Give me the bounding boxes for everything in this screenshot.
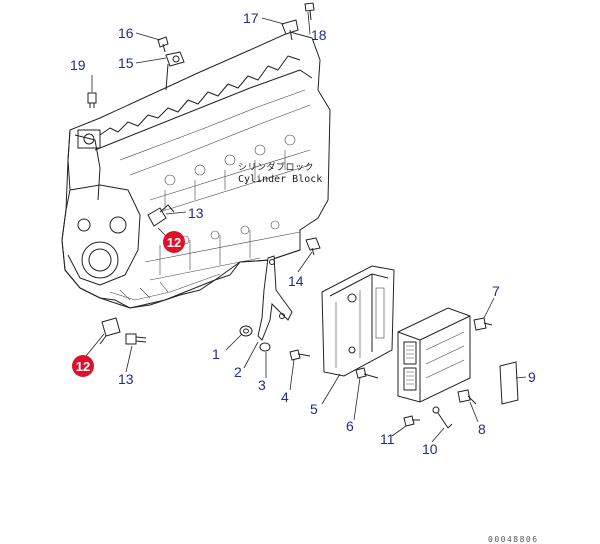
- part-9-label: [499, 361, 519, 405]
- cylinder-block: [61, 31, 331, 309]
- part-6-bolt: [355, 367, 379, 379]
- callout-12-lower-marker: 12: [72, 355, 94, 377]
- drawing-code: 00048806: [488, 535, 539, 544]
- part-13-sensor-upper: [147, 204, 175, 227]
- part-13-bolt-lower: [125, 333, 147, 345]
- callout-12-upper-marker: 12: [163, 231, 185, 253]
- callout-9: 9: [528, 369, 536, 385]
- block-label-japanese: シリンダブロック: [238, 161, 314, 173]
- callout-3: 3: [258, 377, 266, 393]
- callout-4: 4: [281, 389, 289, 405]
- part-3-washer: [259, 342, 271, 352]
- part-15-bracket: [165, 51, 185, 91]
- part-18-bolt: [304, 2, 315, 21]
- leader-lines: [85, 11, 527, 443]
- callout-14: 14: [288, 273, 304, 289]
- part-12-sensor-lower: [99, 317, 121, 345]
- callout-12-lower: 12: [76, 359, 90, 374]
- callout-13-upper: 13: [188, 205, 204, 221]
- callout-17: 17: [243, 10, 259, 26]
- ecm-controller: [397, 307, 471, 403]
- part-8-bolt: [457, 389, 477, 405]
- callout-2: 2: [234, 364, 242, 380]
- part-7-bolt: [473, 317, 493, 331]
- callout-16: 16: [118, 25, 134, 41]
- callout-18: 18: [311, 27, 327, 43]
- part-10-pin: [432, 406, 453, 429]
- callout-19: 19: [70, 57, 86, 73]
- part-19-plug: [87, 92, 97, 108]
- callout-13-lower: 13: [118, 371, 134, 387]
- part-1-washer: [239, 325, 253, 337]
- part-14-sensor: [305, 237, 321, 256]
- callout-8: 8: [478, 421, 486, 437]
- callout-15: 15: [118, 55, 134, 71]
- callout-6: 6: [346, 418, 354, 434]
- block-label-english: Cylinder Block: [238, 174, 322, 185]
- callout-5: 5: [310, 401, 318, 417]
- callout-7: 7: [492, 283, 500, 299]
- callout-1: 1: [212, 346, 220, 362]
- part-17-sensor: [281, 19, 299, 41]
- part-11-bolt: [403, 415, 420, 427]
- part-16-bolt: [157, 36, 169, 53]
- part-2-bracket: [257, 255, 293, 341]
- callout-12-upper: 12: [167, 235, 181, 250]
- part-4-bolt: [289, 349, 311, 361]
- callout-11: 11: [380, 431, 395, 447]
- callout-10: 10: [422, 441, 438, 457]
- part-5-plate: [321, 265, 395, 377]
